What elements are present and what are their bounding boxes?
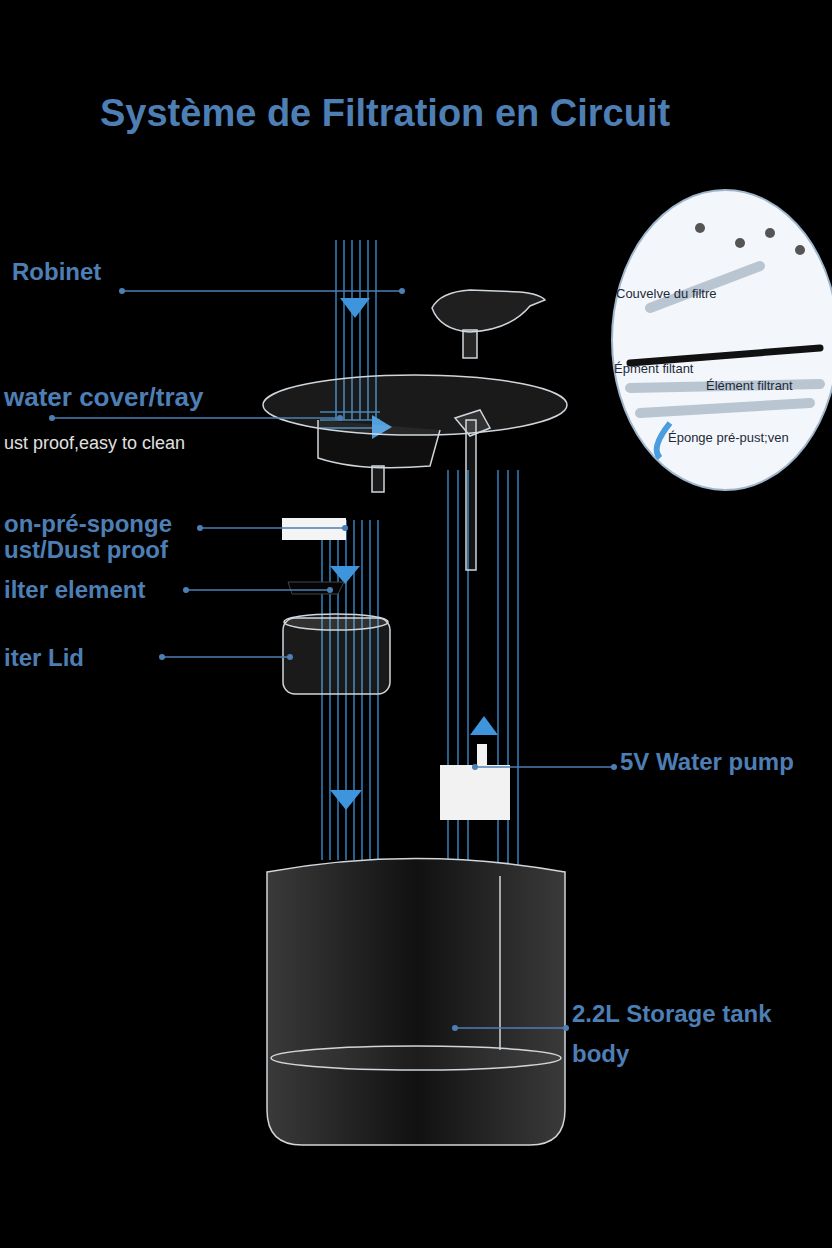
leader-dot	[327, 587, 333, 593]
filter-lid	[283, 614, 390, 694]
part-label: 2.2L Storage tank body	[572, 994, 812, 1074]
part-label: 5V Water pump	[620, 748, 794, 776]
part-label: Robinet	[12, 258, 101, 286]
leader-line	[200, 527, 345, 529]
part-label: on-pré-sponge	[4, 510, 172, 538]
leader-dot	[452, 1025, 458, 1031]
part-label: ilter element	[4, 576, 145, 604]
leader-dot	[49, 415, 55, 421]
leader-dot	[342, 525, 348, 531]
leader-line	[186, 589, 330, 591]
leader-dot	[287, 654, 293, 660]
leader-dot	[159, 654, 165, 660]
water-pump	[440, 744, 510, 820]
leader-dot	[399, 288, 405, 294]
inset-label: Éponge pré-pust;ven	[668, 430, 789, 445]
magnified-inset: Couvelve du filtreÉpment filtantÉlément …	[610, 188, 832, 492]
filter-element	[288, 582, 344, 594]
faucet	[432, 290, 545, 358]
leader-dot	[183, 587, 189, 593]
storage-tank	[267, 859, 565, 1146]
part-label: water cover/tray	[4, 382, 203, 412]
inset-circle	[610, 188, 832, 492]
part-label: iter Lid	[4, 644, 84, 672]
part-label: ust/Dust proof	[4, 536, 168, 564]
pre-sponge	[282, 518, 346, 540]
inset-label: Couvelve du filtre	[616, 286, 716, 301]
leader-dot	[337, 415, 343, 421]
leader-line	[455, 1027, 566, 1029]
leader-dot	[119, 288, 125, 294]
leader-dot	[563, 1025, 569, 1031]
leader-dot	[472, 764, 478, 770]
leader-line	[122, 290, 402, 292]
leader-dot	[611, 764, 617, 770]
title: Système de Filtration en Circuit	[100, 92, 670, 135]
leader-dot	[197, 525, 203, 531]
water-tray	[263, 375, 567, 570]
inset-label: Élément filtrant	[706, 378, 793, 393]
leader-line	[52, 417, 340, 419]
inset-label: Épment filtant	[614, 361, 694, 376]
leader-line	[475, 766, 614, 768]
leader-line	[162, 656, 290, 658]
part-label: ust proof,easy to clean	[4, 432, 185, 454]
